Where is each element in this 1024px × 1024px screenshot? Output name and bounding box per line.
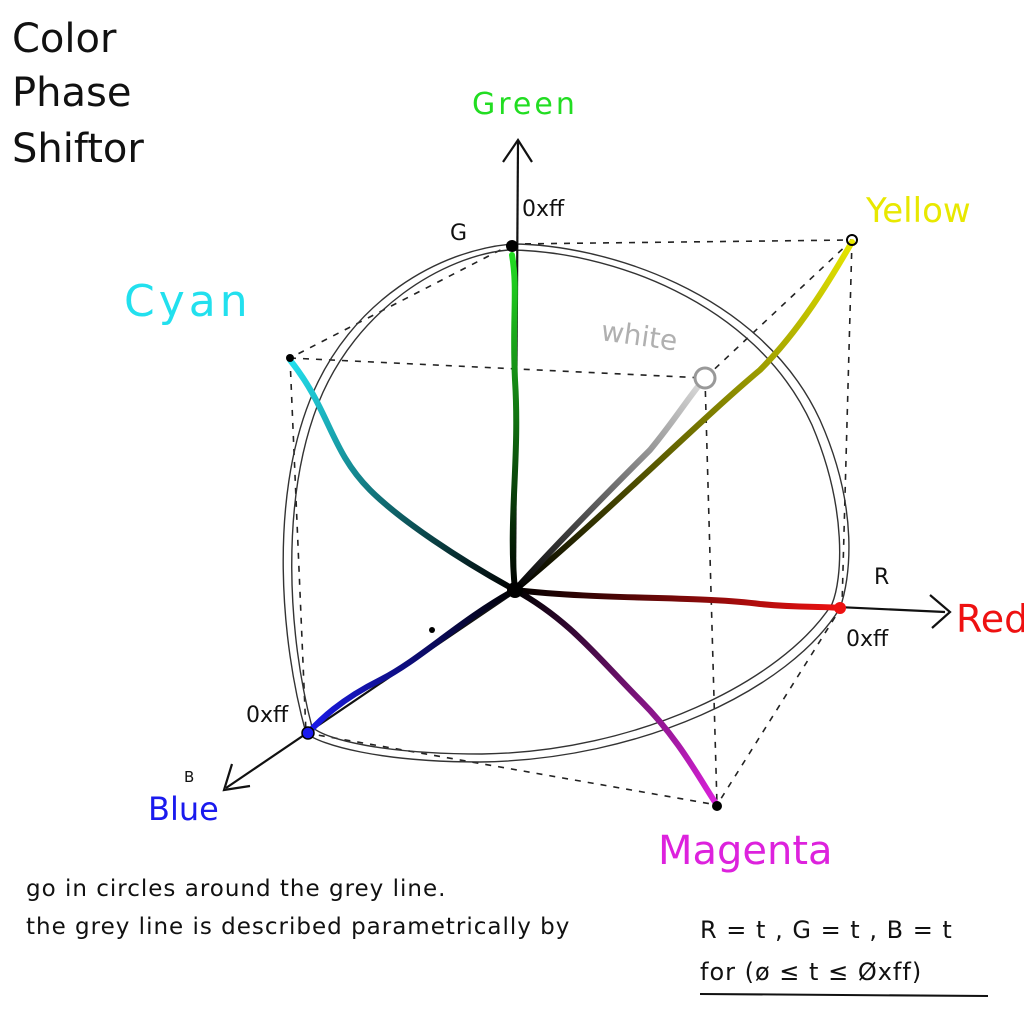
g-vertex (506, 240, 518, 252)
title-line-3: Shiftor (12, 126, 144, 172)
white-vertex (693, 366, 717, 390)
title-line-2: Phase (12, 70, 131, 116)
label-yellow: Yellow (865, 191, 971, 231)
red-vertex (834, 602, 846, 614)
ray-magenta (512, 587, 720, 808)
note-line-1: go in circles around the grey line. (26, 876, 446, 902)
blue-vertex (301, 726, 315, 740)
label-r: R (874, 565, 889, 590)
max-b: 0xff (246, 703, 289, 728)
label-white: white (599, 314, 679, 357)
cyan-vertex (286, 354, 294, 362)
note-underline (699, 993, 989, 997)
vertex-dots (286, 234, 858, 811)
label-magenta: Magenta (658, 828, 833, 874)
ray-green (509, 252, 520, 593)
ray-blue (305, 587, 518, 736)
axes (222, 138, 952, 792)
r-axis-arrow (929, 594, 952, 629)
yellow-vertex (846, 234, 858, 246)
note-range: for (ø ≤ t ≤ Øxff) (700, 958, 922, 986)
b-axis (225, 591, 516, 789)
note-equation: R = t , G = t , B = t (700, 916, 953, 944)
ray-white (512, 375, 708, 593)
cube-dashed-edges (289, 239, 853, 806)
label-blue: Blue (148, 790, 219, 828)
g-axis-arrow (502, 138, 533, 163)
label-red: Red (956, 597, 1024, 641)
label-g: G (450, 221, 467, 246)
ray-cyan (287, 357, 518, 593)
title-line-1: Color (12, 16, 117, 62)
origin-dot (507, 582, 523, 598)
max-g: 0xff (522, 197, 565, 222)
note-line-2: the grey line is described parametricall… (26, 914, 570, 940)
label-green: Green (472, 87, 578, 122)
ray-red (512, 587, 843, 611)
max-r: 0xff (846, 627, 889, 652)
magenta-vertex (712, 801, 722, 811)
label-b: B (184, 768, 194, 786)
stray-dot (429, 627, 435, 633)
ray-yellow (512, 239, 855, 593)
label-cyan: Cyan (124, 276, 252, 327)
color-rays (287, 239, 855, 808)
b-axis-arrow (222, 763, 251, 792)
